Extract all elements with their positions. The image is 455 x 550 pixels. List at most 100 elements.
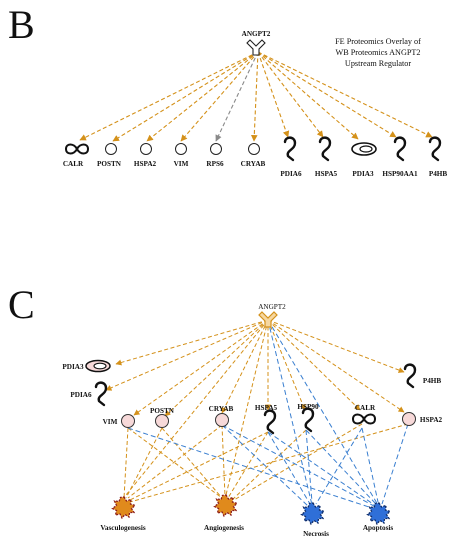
apoptosis-burst-icon — [366, 502, 392, 526]
angpt2-hub-node: ANGPT2 — [242, 30, 271, 56]
panel-c-protein-nodes: PDIA3 PDIA6 P4HB VIM POSTN CRYAB HSPA5 H… — [62, 359, 443, 435]
vim-circle-icon — [175, 143, 187, 155]
edge-cryab-necrosis — [221, 424, 309, 507]
edge-postn-angiogenesis — [161, 427, 223, 499]
panel-b-label-calr: CALR — [63, 160, 84, 168]
panel-c-letter: C — [8, 282, 35, 327]
panel-c-hub-y-icon — [258, 311, 278, 328]
panel-c-hub-label: ANGPT2 — [258, 303, 286, 311]
panel-b-label-hspa5: HSPA5 — [315, 170, 338, 178]
panel-c-label-necrosis: Necrosis — [303, 530, 329, 538]
edge-calr-necrosis — [315, 427, 363, 505]
panel-c-label-calr: CALR — [355, 404, 376, 412]
panel-b-label-hsp90aa1: HSP90AA1 — [382, 170, 418, 178]
hsp90aa1-chaperone-icon — [393, 136, 407, 162]
panel-b-label-cryab: CRYAB — [241, 160, 266, 168]
panel-b-caption-line-3: Upstream Regulator — [345, 59, 411, 68]
edge-angpt2-cryab — [250, 51, 259, 142]
edge-angpt2-pdia6 — [257, 51, 290, 138]
edge-hspa2-vasculogenesis — [129, 423, 409, 503]
panel-c-label-postn: POSTN — [150, 407, 175, 415]
edge-c-angpt2-vim — [133, 319, 269, 416]
edge-angpt2-rps6 — [215, 51, 259, 142]
edge-angpt2-hsp90aa1 — [257, 51, 397, 138]
hspa2-c-circle-icon — [402, 412, 416, 426]
panel-b-nodes: CALR POSTN HSPA2 VIM RPS6 CRYAB PDIA6 HS… — [63, 136, 448, 178]
edge-vim-apoptosis — [127, 427, 373, 509]
panel-c-label-pdia6: PDIA6 — [70, 391, 92, 399]
angiogenesis-burst-icon — [213, 494, 239, 518]
cryab-circle-icon — [248, 143, 260, 155]
edge-vim-angiogenesis — [127, 427, 223, 499]
panel-b-label-rps6: RPS6 — [206, 160, 224, 168]
edge-c-angpt2-pdia3 — [115, 319, 269, 366]
edge-hspa5-necrosis — [267, 431, 311, 505]
panel-b-label-hspa2: HSPA2 — [134, 160, 157, 168]
panel-b-caption-line-2: WB Proteomics ANGPT2 — [335, 48, 420, 57]
cryab-c-circle-icon — [215, 413, 229, 427]
panel-b-caption-line-1: FE Proteomics Overlay of — [335, 37, 421, 46]
edge-c-angpt2-apoptosis — [267, 319, 379, 506]
edge-hsp90-apoptosis — [305, 429, 377, 505]
panel-c-label-vim: VIM — [103, 418, 118, 426]
edge-cryab-angiogenesis — [221, 424, 226, 497]
panel-c-label-cryab: CRYAB — [209, 405, 234, 413]
panel-b-edges — [79, 51, 433, 142]
edge-c-angpt2-p4hb — [267, 319, 405, 373]
edge-c-angpt2-hsp90 — [267, 319, 306, 411]
edge-hspa5-apoptosis — [267, 431, 377, 507]
panel-c-label-vasculogenesis: Vasculogenesis — [100, 524, 145, 532]
pdia3-enzyme-icon — [351, 142, 377, 156]
panel-c-hub-edges — [105, 319, 405, 501]
panel-c-hub-blue-edges — [267, 319, 379, 506]
pdia6-c-chaperone-icon — [94, 381, 108, 407]
panel-b: B FE Proteomics Overlay of WB Proteomics… — [8, 2, 447, 178]
hspa5-chaperone-icon — [318, 136, 332, 162]
panel-b-label-vim: VIM — [174, 160, 189, 168]
postn-c-circle-icon — [155, 414, 169, 428]
edge-cryab-vasculogenesis — [127, 424, 223, 499]
edge-hsp90-angiogenesis — [231, 429, 307, 501]
panel-b-label-p4hb: P4HB — [429, 170, 448, 178]
hsp90-c-chaperone-icon — [301, 407, 315, 433]
hspa2-circle-icon — [140, 143, 152, 155]
panel-c-label-hsp90: HSP90 — [297, 403, 319, 411]
edge-angpt2-pdia3 — [257, 51, 359, 140]
panel-c-function-nodes: Vasculogenesis Angiogenesis Necrosis Apo… — [100, 494, 393, 538]
edge-calr-apoptosis — [361, 427, 379, 503]
edge-calr-angiogenesis — [233, 423, 363, 501]
edge-hspa2-apoptosis — [381, 423, 409, 505]
edge-c-angpt2-angiogenesis — [225, 319, 269, 496]
panel-b-label-pdia3: PDIA3 — [352, 170, 374, 178]
p4hb-c-chaperone-icon — [403, 363, 417, 389]
panel-c-angpt2-hub-node: ANGPT2 — [258, 303, 286, 328]
p4hb-chaperone-icon — [428, 136, 442, 162]
edge-c-angpt2-postn — [164, 319, 269, 417]
edge-angpt2-vim — [180, 51, 259, 142]
hspa5-c-chaperone-icon — [263, 409, 277, 435]
edge-c-angpt2-pdia6 — [105, 319, 269, 391]
rps6-circle-icon — [210, 143, 222, 155]
panel-c-label-hspa5: HSPA5 — [255, 404, 278, 412]
edge-angpt2-postn — [112, 51, 259, 142]
panel-c-label-hspa2: HSPA2 — [420, 416, 443, 424]
panel-b-hub-label: ANGPT2 — [242, 30, 271, 38]
hub-y-icon — [246, 39, 266, 56]
vasculogenesis-burst-icon — [111, 496, 137, 520]
panel-c-label-p4hb: P4HB — [423, 377, 442, 385]
necrosis-burst-icon — [300, 502, 326, 526]
panel-c: C — [8, 282, 443, 538]
calr-c-infinity-icon — [351, 413, 377, 425]
panel-c-label-angiogenesis: Angiogenesis — [204, 524, 244, 532]
edge-hsp90-necrosis — [305, 429, 313, 503]
edge-c-angpt2-calr — [267, 319, 361, 411]
postn-circle-icon — [105, 143, 117, 155]
edge-angpt2-hspa2 — [146, 51, 259, 142]
panel-b-label-postn: POSTN — [97, 160, 122, 168]
panel-b-label-pdia6: PDIA6 — [280, 170, 302, 178]
edge-postn-vasculogenesis — [125, 427, 163, 499]
panel-c-blue-function-edges — [127, 423, 409, 509]
panel-c-label-pdia3: PDIA3 — [62, 363, 84, 371]
panel-c-orange-function-edges — [123, 423, 409, 503]
pdia3-c-enzyme-icon — [85, 359, 111, 373]
